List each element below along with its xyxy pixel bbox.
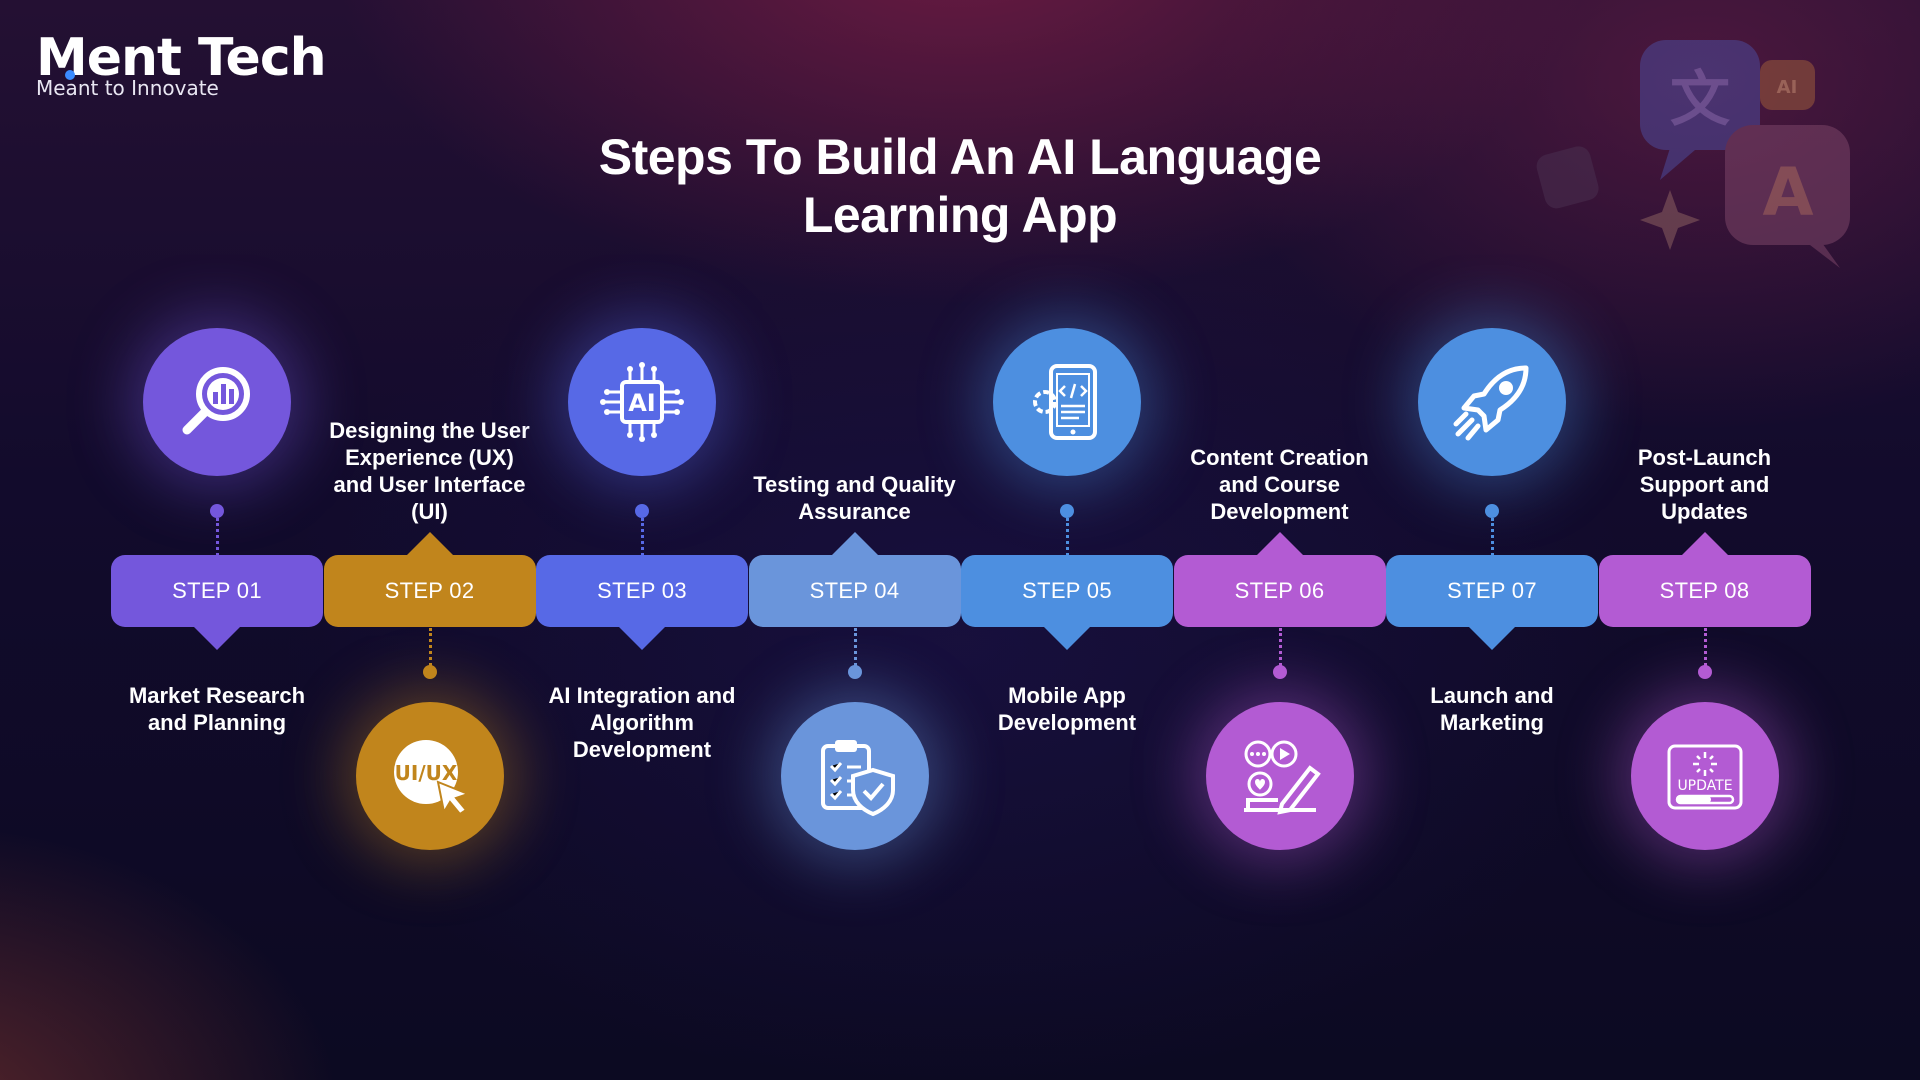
ai-chip-icon: AI: [568, 328, 716, 476]
step-badge: STEP 03: [536, 555, 748, 627]
step-badge: STEP 05: [961, 555, 1173, 627]
step-label: Designing the User Experience (UX) and U…: [329, 418, 530, 524]
rocket-icon: [1418, 328, 1566, 476]
step-label: AI Integration and Algorithm Development: [548, 683, 736, 762]
step-2: UI/UX STEP 02 Designing the User Experien…: [323, 0, 536, 1080]
page-title-line-2: Learning App: [802, 187, 1118, 243]
step-badge: STEP 08: [1598, 555, 1811, 627]
brand-name: Ment Tech: [36, 28, 327, 88]
ui-ux-cursor-icon: UI/UX: [355, 702, 504, 850]
step-label: Mobile App Development: [997, 683, 1137, 735]
step-pointer: [193, 626, 241, 650]
step-1: STEP 01 Market Research and Planning: [111, 0, 323, 1080]
clipboard-shield-icon: [780, 702, 929, 850]
step-pointer: [1680, 532, 1729, 556]
step-pointer: [1255, 532, 1304, 556]
translate-chat-icon: 文 A AI: [1536, 40, 1850, 268]
step-badge: STEP 07: [1386, 555, 1598, 627]
svg-text:AI: AI: [628, 389, 656, 417]
step-4: STEP 04 Testing and Quality Assurance: [748, 0, 961, 1080]
brand-tagline: Meant to Innovate: [36, 76, 219, 100]
content-creation-icon: [1205, 702, 1354, 850]
step-pointer: [1468, 626, 1516, 650]
step-6: STEP 06 Content Creation and Course Devel…: [1173, 0, 1386, 1080]
update-icon: UPDATE: [1630, 702, 1779, 850]
step-badge: STEP 06: [1173, 555, 1386, 627]
svg-text:UI/UX: UI/UX: [394, 761, 457, 785]
step-7: STEP 07 Launch and Marketing: [1386, 0, 1598, 1080]
connector-line: [1066, 518, 1069, 556]
step-8: UPDATE STEP 08 Post-Launch Support and Up…: [1598, 0, 1811, 1080]
step-5: STEP 05 Mobile App Development: [961, 0, 1173, 1080]
step-3: AI STEP 03 AI Integration and Algorithm D…: [536, 0, 748, 1080]
svg-text:UPDATE: UPDATE: [1677, 778, 1732, 794]
step-label: Market Research and Planning: [128, 683, 306, 735]
decoration-glyph-b: 文: [1670, 65, 1730, 135]
step-label: Testing and Quality Assurance: [753, 472, 956, 524]
step-label: Content Creation and Course Development: [1190, 445, 1369, 524]
connector-line: [1491, 518, 1494, 556]
connector-line: [853, 628, 857, 666]
decoration-glyph-a: A: [1762, 154, 1813, 231]
step-badge: STEP 02: [323, 555, 536, 627]
brand-dot: [65, 70, 75, 80]
connector-line: [216, 518, 219, 556]
step-label: Post-Launch Support and Updates: [1637, 445, 1772, 524]
connector-dot: [422, 665, 437, 679]
page-title-line-1: Steps To Build An AI Language: [598, 129, 1322, 185]
connector-line: [428, 628, 432, 666]
connector-line: [641, 518, 644, 556]
step-pointer: [618, 626, 666, 650]
connector-dot: [1697, 665, 1712, 679]
connector-dot: [635, 504, 649, 518]
step-badge: STEP 01: [111, 555, 323, 627]
brand-logo: Ment Tech Meant to Innovate: [36, 28, 327, 100]
connector-dot: [1060, 504, 1074, 518]
page-title: Steps To Build An AI Language Learning A…: [460, 128, 1460, 244]
connector-dot: [847, 665, 862, 679]
step-pointer: [830, 532, 879, 556]
step-pointer: [405, 532, 454, 556]
connector-dot: [210, 504, 224, 518]
decoration-badge: AI: [1777, 77, 1798, 98]
connector-dot: [1485, 504, 1499, 518]
step-label: Launch and Marketing: [1430, 683, 1554, 735]
magnifier-chart-icon: [143, 328, 291, 476]
connector-line: [1278, 628, 1282, 666]
step-badge: STEP 04: [748, 555, 961, 627]
connector-dot: [1272, 665, 1287, 679]
mobile-code-icon: [993, 328, 1141, 476]
connector-line: [1703, 628, 1707, 666]
step-pointer: [1043, 626, 1091, 650]
